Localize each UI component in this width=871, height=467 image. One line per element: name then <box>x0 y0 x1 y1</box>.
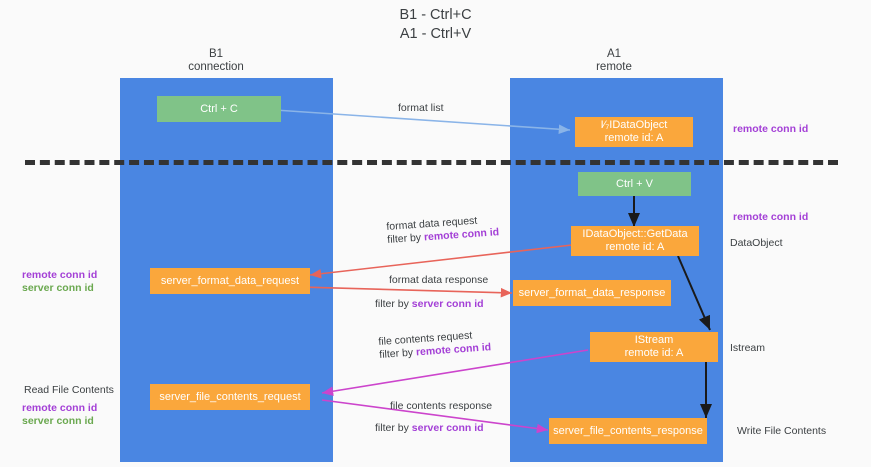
side-label-right-dataobject: DataObject <box>730 237 783 249</box>
arrow-format-data-request <box>309 244 573 279</box>
label-format-list: format list <box>398 102 444 114</box>
box-istream-line1: IStream <box>634 334 674 346</box>
box-ctrl-c[interactable]: Ctrl + C <box>157 96 281 122</box>
column-header-a1-name: A1 <box>606 48 622 60</box>
box-server-file-contents-request[interactable]: server_file_contents_request <box>150 384 310 410</box>
column-header-b1: B1 connection <box>160 48 272 74</box>
box-istream[interactable]: IStream remote id: A <box>590 332 718 362</box>
filter-prefix: filter by <box>378 346 417 361</box>
column-header-a1-role: remote <box>596 61 632 73</box>
side-label-right-mid-remote-conn-id: remote conn id <box>733 211 809 223</box>
title-line-1: B1 - Ctrl+C <box>399 7 472 23</box>
arrow-file-contents-response <box>321 399 549 434</box>
box-getdata-line1: IDataObject::GetData <box>582 228 688 240</box>
side-label-left-read-file-contents: Read File Contents <box>24 384 114 396</box>
page-title: B1 - Ctrl+C A1 - Ctrl+V <box>0 6 871 44</box>
box-server-format-data-response[interactable]: server_format_data_response <box>513 280 671 306</box>
box-ctrl-v-label: Ctrl + V <box>616 177 653 190</box>
box-server-format-data-request[interactable]: server_format_data_request <box>150 268 310 294</box>
box-idataobject-getdata[interactable]: IDataObject::GetData remote id: A <box>571 226 699 256</box>
filter-prefix: filter by <box>386 231 425 246</box>
column-header-a1: A1 remote <box>558 48 670 74</box>
box-server-file-contents-response-label: server_file_contents_response <box>553 424 703 437</box>
side-label-right-write-file-contents: Write File Contents <box>737 425 827 437</box>
label-file-contents-response: file contents response <box>390 400 493 412</box>
box-idataobject-top-line2: remote id: A <box>604 132 664 144</box>
arrow-file-contents-request <box>321 349 589 396</box>
arrow-getdata-to-istream <box>677 255 711 331</box>
box-idataobject-top-line1: I⁄₇IDataObject <box>600 119 668 131</box>
filter-key-server-conn-id: server conn id <box>411 422 484 434</box>
filter-prefix: filter by <box>375 422 412 434</box>
side-label-right-top-remote-conn-id: remote conn id <box>733 123 809 135</box>
box-server-format-data-request-label: server_format_data_request <box>160 274 300 287</box>
title-line-2: A1 - Ctrl+V <box>399 26 472 42</box>
box-server-file-contents-request-label: server_file_contents_request <box>159 390 301 403</box>
section-divider <box>25 160 838 165</box>
box-ctrl-c-label: Ctrl + C <box>200 102 238 115</box>
filter-prefix: filter by <box>375 298 412 310</box>
column-header-b1-role: connection <box>188 61 244 73</box>
label-file-contents-response-filter: filter by server conn id <box>375 422 484 435</box>
box-server-file-contents-response[interactable]: server_file_contents_response <box>549 418 707 444</box>
side-label-left-bottom-server-conn-id: server conn id <box>22 415 94 427</box>
box-ctrl-v[interactable]: Ctrl + V <box>578 172 691 196</box>
box-server-format-data-response-label: server_format_data_response <box>518 286 666 299</box>
side-label-left-bottom-remote-conn-id: remote conn id <box>22 402 98 414</box>
label-format-data-response: format data response <box>389 274 489 286</box>
side-label-left-mid-remote-conn-id: remote conn id <box>22 269 98 281</box>
box-getdata-line2: remote id: A <box>605 241 665 253</box>
label-format-data-response-filter: filter by server conn id <box>375 298 484 311</box>
side-label-right-istream: Istream <box>730 342 766 354</box>
filter-key-server-conn-id: server conn id <box>411 298 484 310</box>
box-idataobject-top[interactable]: I⁄₇IDataObject remote id: A <box>575 117 693 147</box>
column-header-b1-name: B1 <box>208 48 224 60</box>
arrow-format-list <box>274 109 571 135</box>
box-istream-line2: remote id: A <box>624 347 684 359</box>
side-label-left-mid-server-conn-id: server conn id <box>22 282 94 294</box>
